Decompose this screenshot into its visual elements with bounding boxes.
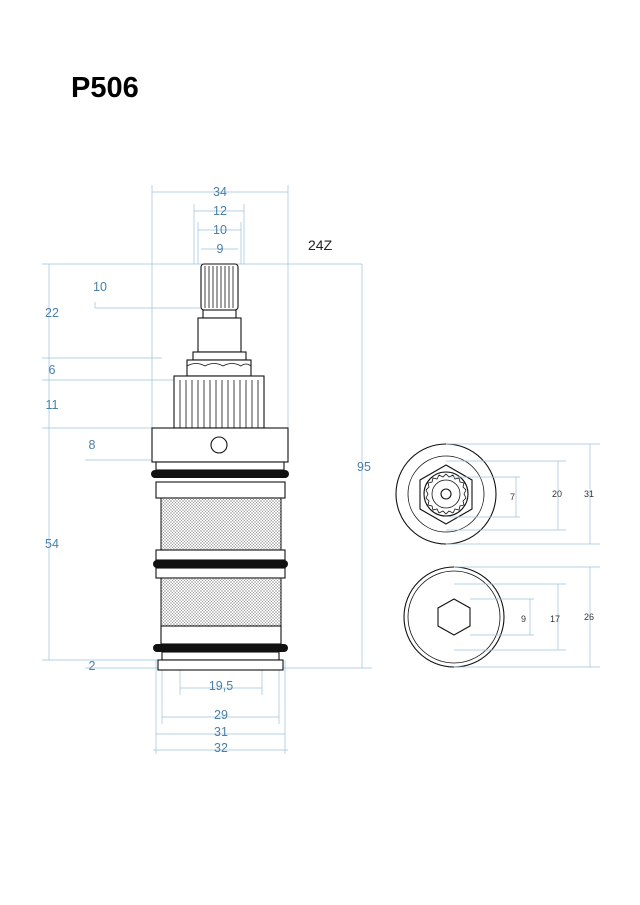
dim-bottom-view-9: 9 (521, 614, 526, 624)
dim-width-19-5: 19,5 (209, 679, 233, 693)
dim-bottom-view-26: 26 (584, 612, 594, 622)
dim-height-6: 6 (49, 363, 56, 377)
dim-width-10: 10 (213, 223, 227, 237)
top-end-view: 7 20 31 (395, 443, 600, 545)
dim-height-11: 11 (46, 398, 59, 412)
dim-height-10: 10 (93, 280, 107, 294)
dim-width-32: 32 (214, 741, 228, 755)
spline-count-label: 24Z (308, 237, 333, 253)
bottom-end-view: 9 17 26 (403, 566, 600, 668)
dim-height-2: 2 (89, 659, 96, 673)
dim-bottom-view-17: 17 (550, 614, 560, 624)
dim-height-8: 8 (89, 438, 96, 452)
dimension-lines (42, 185, 372, 754)
dim-width-9: 9 (217, 242, 224, 256)
part-number-title: P506 (71, 72, 139, 104)
dim-width-29: 29 (214, 708, 228, 722)
dim-width-12: 12 (213, 204, 227, 218)
dim-top-view-31: 31 (584, 489, 594, 499)
dim-width-34: 34 (213, 185, 227, 199)
dim-height-54: 54 (45, 537, 59, 551)
dim-top-view-7: 7 (510, 492, 515, 502)
dim-top-view-20: 20 (552, 489, 562, 499)
dim-height-22: 22 (45, 306, 59, 320)
dim-width-31: 31 (214, 725, 228, 739)
dim-height-95: 95 (357, 460, 371, 474)
dimension-labels: 34 12 10 9 24Z 10 22 6 11 8 54 2 95 19,5… (45, 185, 371, 755)
cartridge-side-view (151, 263, 289, 671)
